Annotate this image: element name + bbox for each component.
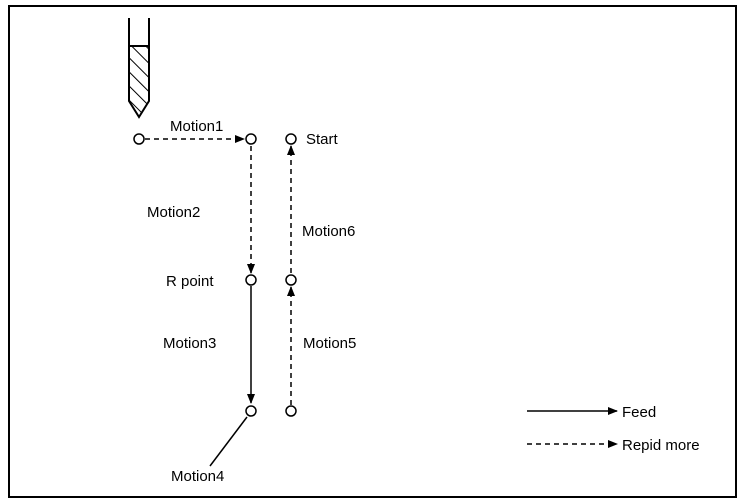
point-r-right: [285, 274, 297, 286]
legend: Feed Repid more: [527, 404, 700, 454]
motion1-label: Motion1: [170, 118, 223, 135]
point-bottom-right: [285, 405, 297, 417]
point-bottom-left: [245, 405, 257, 417]
motion4-label: Motion4: [171, 468, 224, 485]
r-point-label: R point: [166, 273, 214, 290]
point-start: [285, 133, 297, 145]
legend-feed-label: Feed: [622, 404, 656, 421]
point-top-left: [245, 133, 257, 145]
legend-rapid-label: Repid more: [622, 437, 700, 454]
start-label: Start: [306, 131, 339, 148]
point-initial: [133, 133, 145, 145]
motion4-leader: [209, 416, 248, 467]
motion2-label: Motion2: [147, 204, 200, 221]
motion5-label: Motion5: [303, 335, 356, 352]
motion3-label: Motion3: [163, 335, 216, 352]
diagram-frame: [8, 5, 737, 498]
drill-tool-icon: [128, 18, 150, 119]
motion6-label: Motion6: [302, 223, 355, 240]
point-r-left: [245, 274, 257, 286]
